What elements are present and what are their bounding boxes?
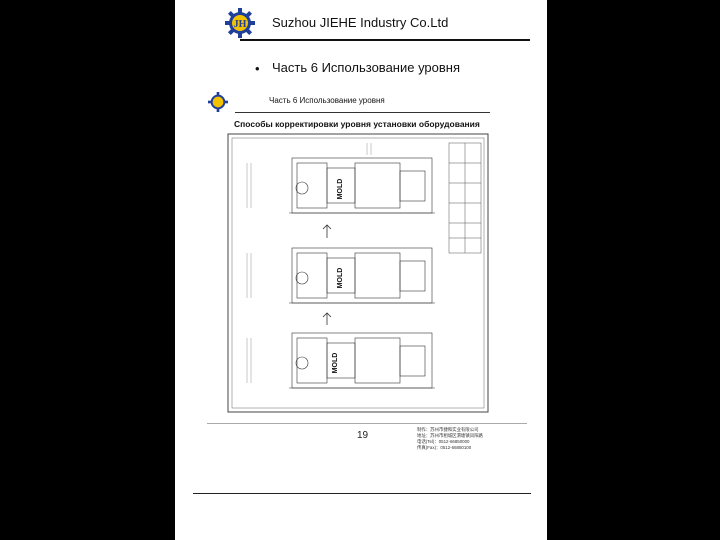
up-arrow-icon: [322, 224, 332, 325]
embedded-page-subtitle: Способы корректировки уровня установки о…: [234, 119, 480, 129]
mold-label-top: MOLD: [337, 179, 344, 200]
slide-title: Часть 6 Использование уровня: [272, 60, 461, 75]
embedded-title-divider: [235, 112, 490, 113]
footer-line: 电话(Tel)：0512-66850000: [417, 439, 470, 444]
company-name: Suzhou JIEHE Industry Co.Ltd: [272, 15, 449, 30]
embedded-footer-divider: [207, 423, 527, 424]
jiehe-gear-logo-icon: JH: [225, 8, 255, 38]
inner-logo-icon: [208, 92, 228, 112]
header-divider: [240, 39, 530, 41]
embedded-page-title: Часть 6 Использование уровня: [269, 96, 385, 105]
footer-line: 地址：苏州市相城区渭塘镇凤阳路: [417, 433, 483, 438]
embedded-page-number: 19: [357, 430, 369, 441]
machine-view-middle: [289, 247, 435, 304]
logo-text: JH: [234, 19, 247, 30]
mold-label-middle: MOLD: [337, 268, 344, 289]
machine-view-top: [289, 157, 435, 214]
slide-page: JH Suzhou JIEHE Industry Co.Ltd • Часть …: [175, 0, 547, 540]
bullet-icon: •: [255, 61, 260, 76]
footer-divider: [193, 493, 531, 494]
machine-view-bottom: [289, 332, 435, 389]
leveling-technical-drawing: MOLD MOLD MOLD: [227, 133, 489, 413]
mold-label-bottom: MOLD: [332, 353, 339, 374]
embedded-footer-text: 制作：苏州市捷和实业有限公司 地址：苏州市相城区渭塘镇凤阳路 电话(Tel)：0…: [417, 427, 483, 451]
footer-line: 制作：苏州市捷和实业有限公司: [417, 427, 479, 432]
footer-line: 传真(Fax)：0512-66850100: [417, 445, 472, 450]
